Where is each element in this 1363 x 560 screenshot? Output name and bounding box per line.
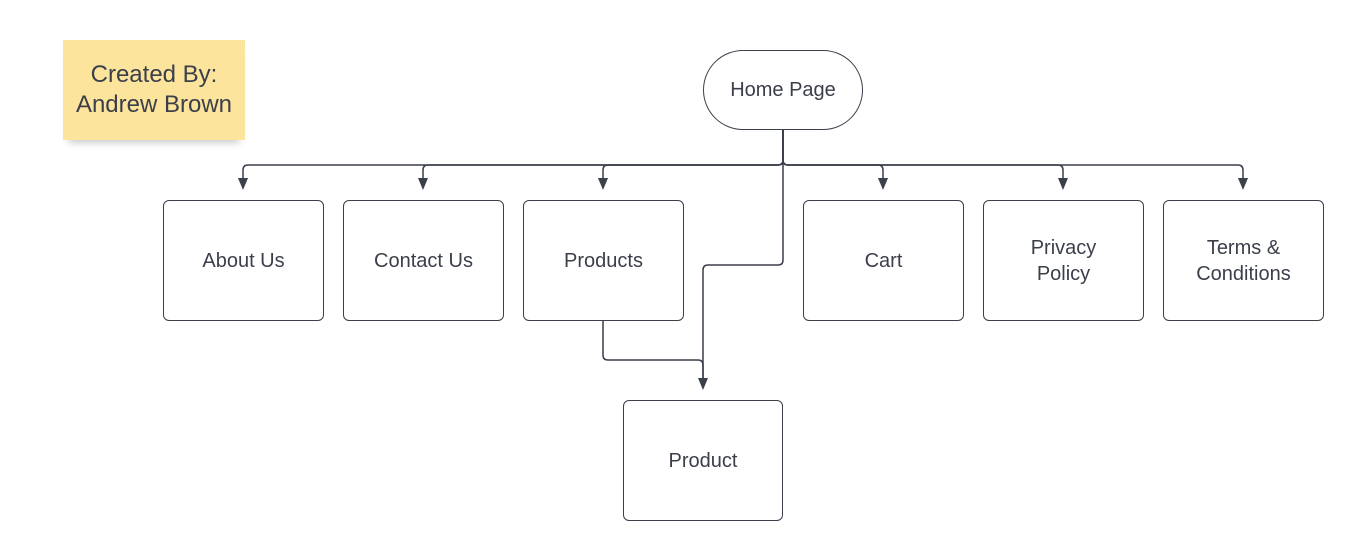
node-contact-us[interactable]: Contact Us [343,200,504,321]
node-home-page[interactable]: Home Page [703,50,863,130]
connector-home-terms [782,130,1248,190]
connector-home-about [238,130,784,190]
node-about-us-label: About Us [202,249,285,272]
node-products[interactable]: Products [523,200,684,321]
connector-home-privacy [782,130,1068,190]
node-products-label: Products [564,249,643,272]
sticky-note-line2: Andrew Brown [75,91,233,118]
node-privacy-policy-label: Privacy Policy [1030,236,1097,285]
node-product-label: Product [668,449,738,472]
sticky-note: Created By: Andrew Brown [63,40,245,140]
node-cart-label: Cart [864,249,903,272]
node-privacy-policy[interactable]: Privacy Policy [983,200,1144,321]
node-cart[interactable]: Cart [803,200,964,321]
node-product[interactable]: Product [623,400,783,521]
connector-products-product [602,321,704,388]
node-terms-conditions-label: Terms & Conditions [1196,236,1291,285]
connector-home-products [598,130,784,190]
node-about-us[interactable]: About Us [163,200,324,321]
connector-home-product [698,130,784,390]
node-home-page-label: Home Page [730,79,836,101]
node-contact-us-label: Contact Us [374,249,473,272]
connector-home-cart [782,130,888,190]
sticky-note-line1: Created By: [90,61,218,88]
node-terms-conditions[interactable]: Terms & Conditions [1163,200,1324,321]
